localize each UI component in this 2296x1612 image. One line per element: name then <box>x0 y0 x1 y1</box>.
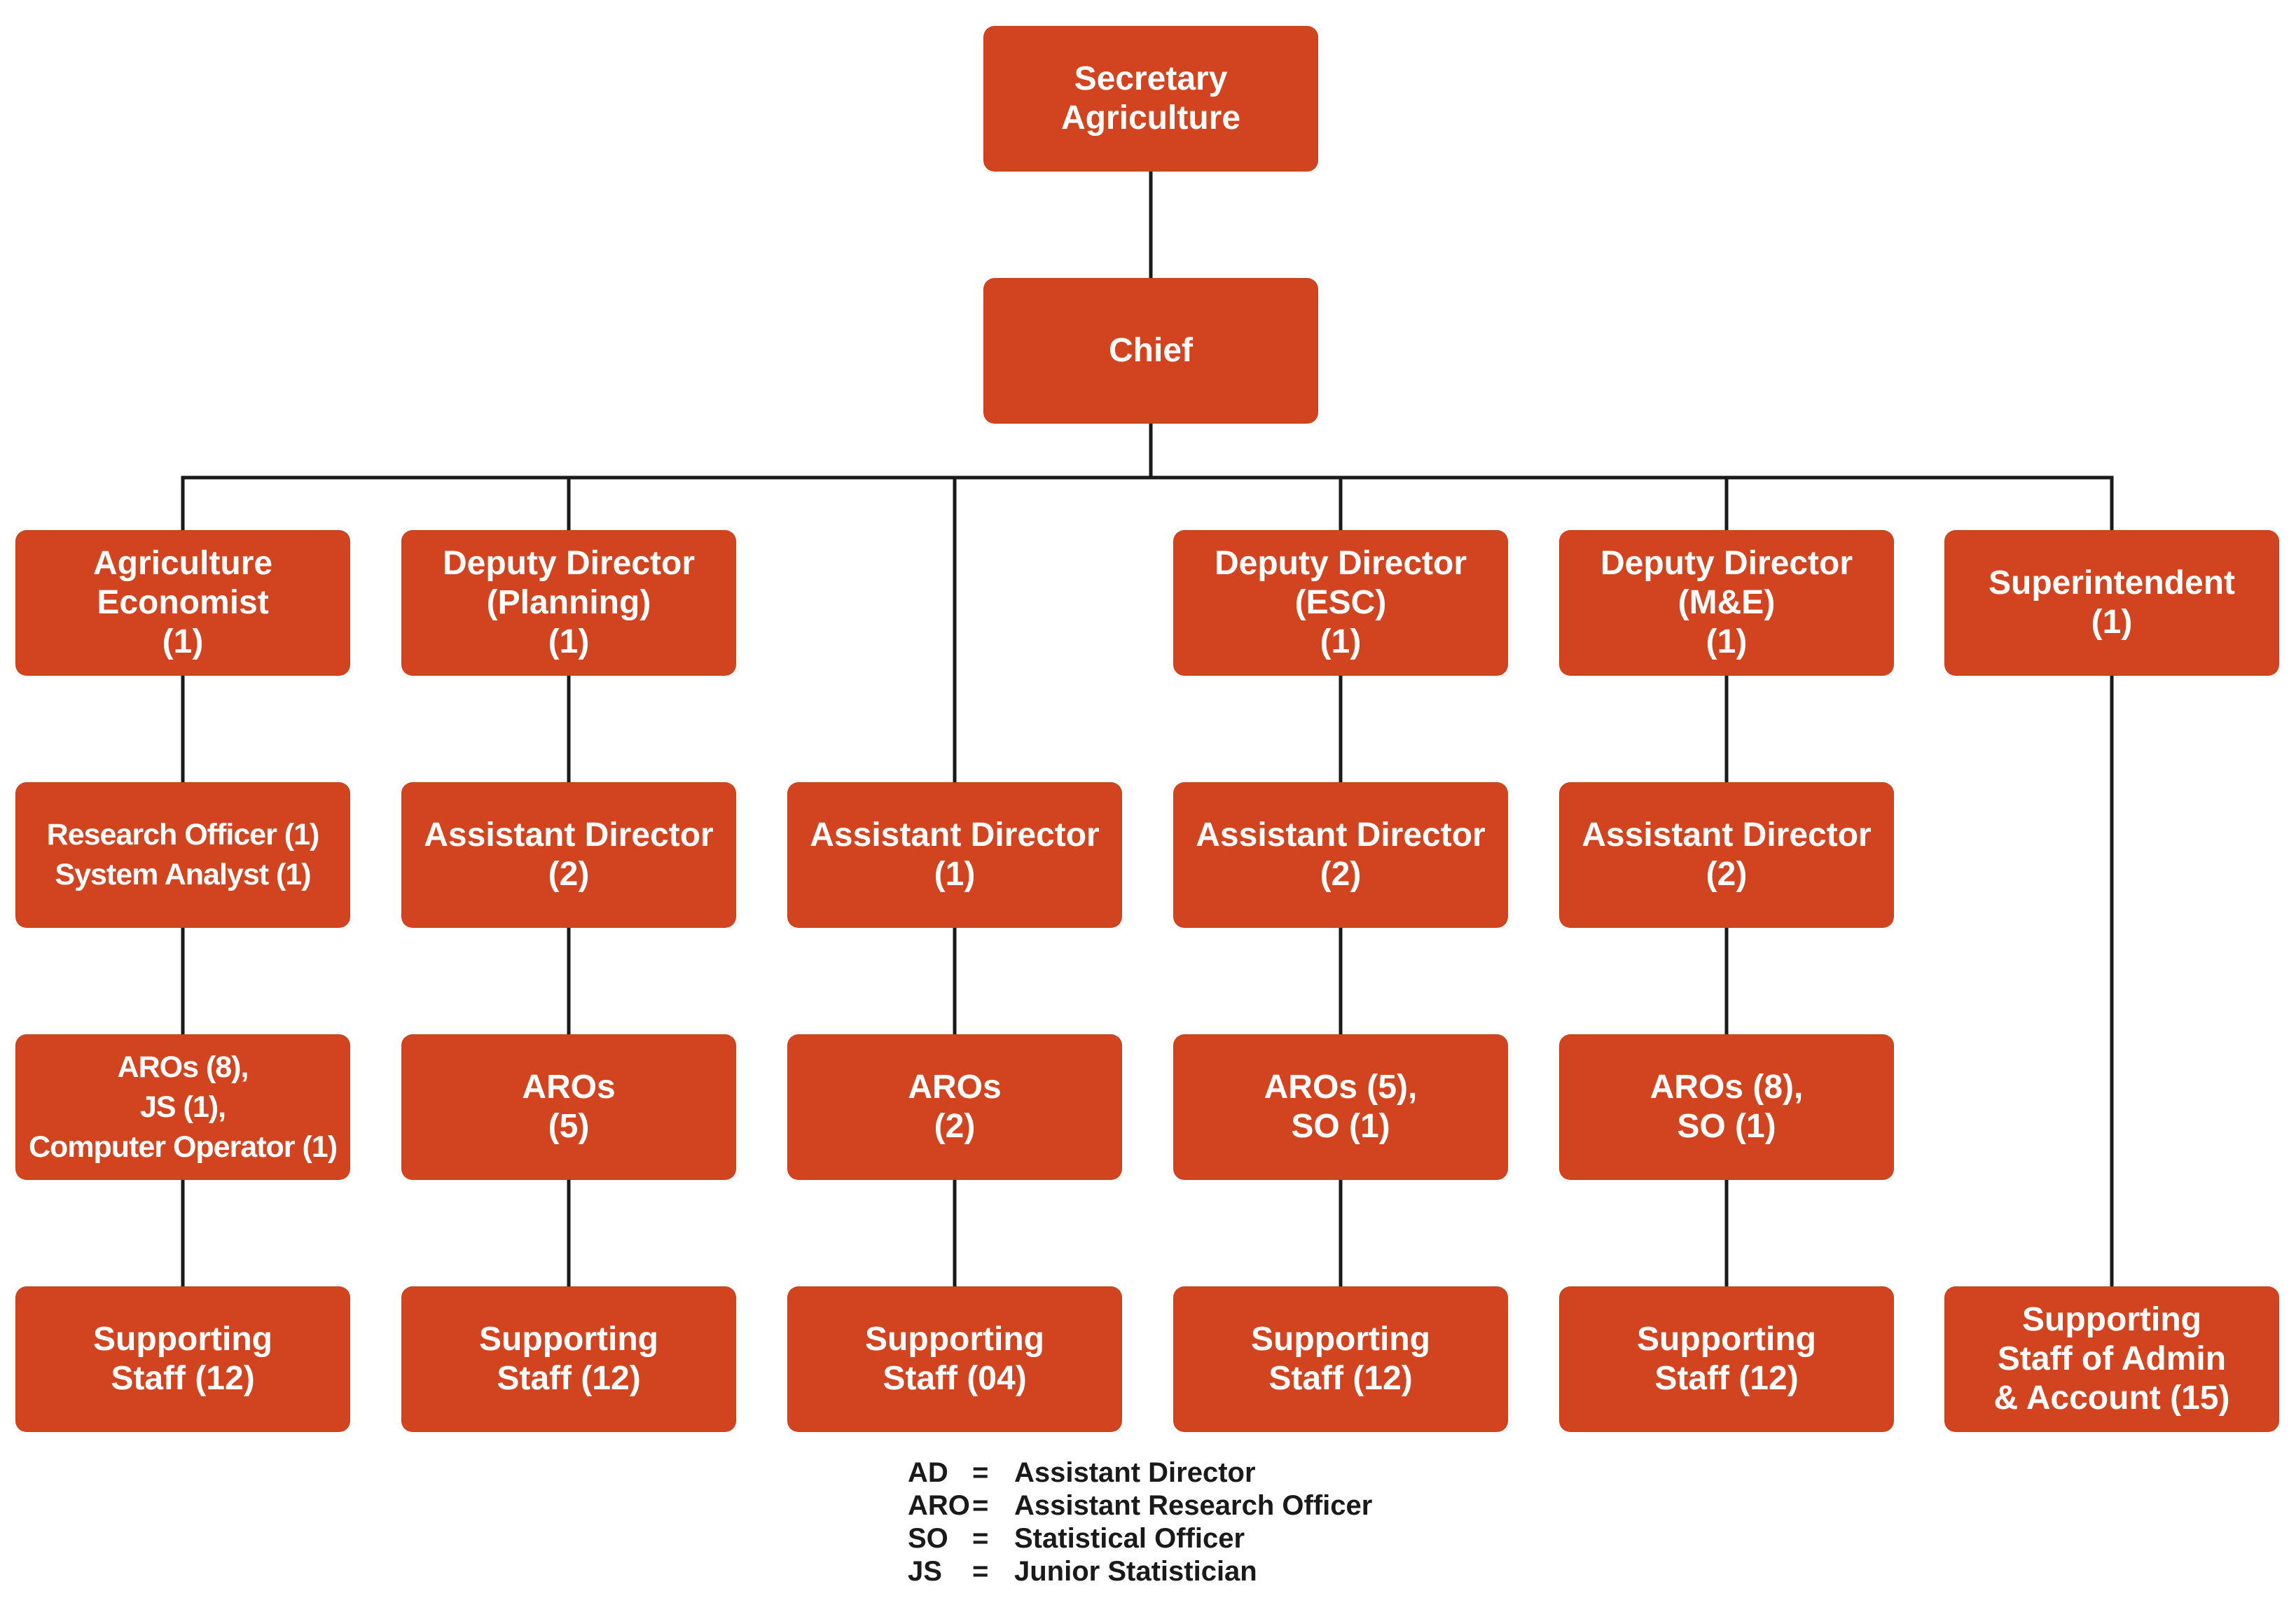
legend-equals: = <box>972 1556 989 1587</box>
node-aros-economist: AROs (8), JS (1), Computer Operator (1) <box>15 1034 350 1180</box>
legend-abbreviation: ARO <box>908 1490 970 1521</box>
node-supporting-staff-economist: Supporting Staff (12) <box>15 1286 350 1432</box>
legend-meaning: Statistical Officer <box>1014 1523 1245 1554</box>
abbreviation-legend: AD = Assistant Director ARO = Assistant … <box>908 1457 1372 1588</box>
node-deputy-director-esc: Deputy Director (ESC) (1) <box>1173 530 1508 676</box>
node-aros-planning: AROs (5) <box>401 1034 736 1180</box>
node-label: Supporting Staff of Admin & Account (15) <box>1993 1301 2230 1417</box>
node-deputy-director-planning: Deputy Director (Planning) (1) <box>401 530 736 676</box>
node-label: AROs (2) <box>908 1069 1002 1145</box>
node-label: Supporting Staff (12) <box>479 1321 658 1397</box>
legend-abbreviation: SO <box>908 1523 948 1554</box>
node-label: Agriculture Economist (1) <box>92 545 273 660</box>
node-label: Assistant Director (2) <box>1582 817 1872 893</box>
node-label: AROs (8), SO (1) <box>1650 1069 1804 1145</box>
node-label: Deputy Director (M&E) (1) <box>1600 545 1853 660</box>
node-label: Chief <box>1109 332 1193 369</box>
node-supporting-staff-admin-account: Supporting Staff of Admin & Account (15) <box>1944 1286 2279 1432</box>
node-chief: Chief <box>983 278 1318 424</box>
node-assistant-director-center: Assistant Director (1) <box>787 782 1122 928</box>
node-label: Supporting Staff (04) <box>865 1321 1044 1397</box>
node-label: AROs (5), SO (1) <box>1264 1069 1418 1145</box>
node-secretary-agriculture: Secretary Agriculture <box>983 26 1318 172</box>
node-label: AROs (8), JS (1), Computer Operator (1) <box>28 1050 338 1164</box>
node-label: Supporting Staff (12) <box>1251 1321 1430 1397</box>
node-research-officer-system-analyst: Research Officer (1) System Analyst (1) <box>15 782 350 928</box>
node-label: Deputy Director (Planning) (1) <box>442 545 696 660</box>
legend-equals: = <box>972 1523 989 1554</box>
node-label: Assistant Director (2) <box>1196 817 1486 893</box>
node-label: Assistant Director (1) <box>810 817 1100 893</box>
node-supporting-staff-me: Supporting Staff (12) <box>1559 1286 1894 1432</box>
node-supporting-staff-planning: Supporting Staff (12) <box>401 1286 736 1432</box>
node-assistant-director-esc: Assistant Director (2) <box>1173 782 1508 928</box>
legend-meaning: Assistant Director <box>1014 1457 1256 1488</box>
node-deputy-director-me: Deputy Director (M&E) (1) <box>1559 530 1894 676</box>
legend-abbreviation: JS <box>908 1556 942 1587</box>
node-supporting-staff-esc: Supporting Staff (12) <box>1173 1286 1508 1432</box>
node-label: Deputy Director (ESC) (1) <box>1214 545 1467 660</box>
node-label: Supporting Staff (12) <box>93 1321 272 1397</box>
node-label: Supporting Staff (12) <box>1637 1321 1816 1397</box>
node-aros-me: AROs (8), SO (1) <box>1559 1034 1894 1180</box>
node-label: Secretary Agriculture <box>1060 60 1241 137</box>
legend-equals: = <box>972 1490 989 1521</box>
legend-row: AD = Assistant Director <box>908 1457 1372 1489</box>
node-aros-center: AROs (2) <box>787 1034 1122 1180</box>
legend-abbreviation: AD <box>908 1457 948 1488</box>
legend-row: JS = Junior Statistician <box>908 1555 1372 1588</box>
legend-equals: = <box>972 1457 989 1488</box>
node-supporting-staff-center: Supporting Staff (04) <box>787 1286 1122 1432</box>
node-label: Assistant Director (2) <box>424 817 714 893</box>
node-label: Superintendent (1) <box>1988 564 2235 641</box>
legend-meaning: Assistant Research Officer <box>1014 1490 1373 1521</box>
legend-meaning: Junior Statistician <box>1014 1556 1257 1587</box>
node-aros-esc: AROs (5), SO (1) <box>1173 1034 1508 1180</box>
node-assistant-director-me: Assistant Director (2) <box>1559 782 1894 928</box>
legend-row: ARO = Assistant Research Officer <box>908 1489 1372 1522</box>
node-label: AROs (5) <box>522 1069 616 1145</box>
legend-row: SO = Statistical Officer <box>908 1522 1372 1555</box>
node-assistant-director-planning: Assistant Director (2) <box>401 782 736 928</box>
node-label: Research Officer (1) System Analyst (1) <box>46 818 320 891</box>
node-superintendent: Superintendent (1) <box>1944 530 2279 676</box>
node-agriculture-economist: Agriculture Economist (1) <box>15 530 350 676</box>
